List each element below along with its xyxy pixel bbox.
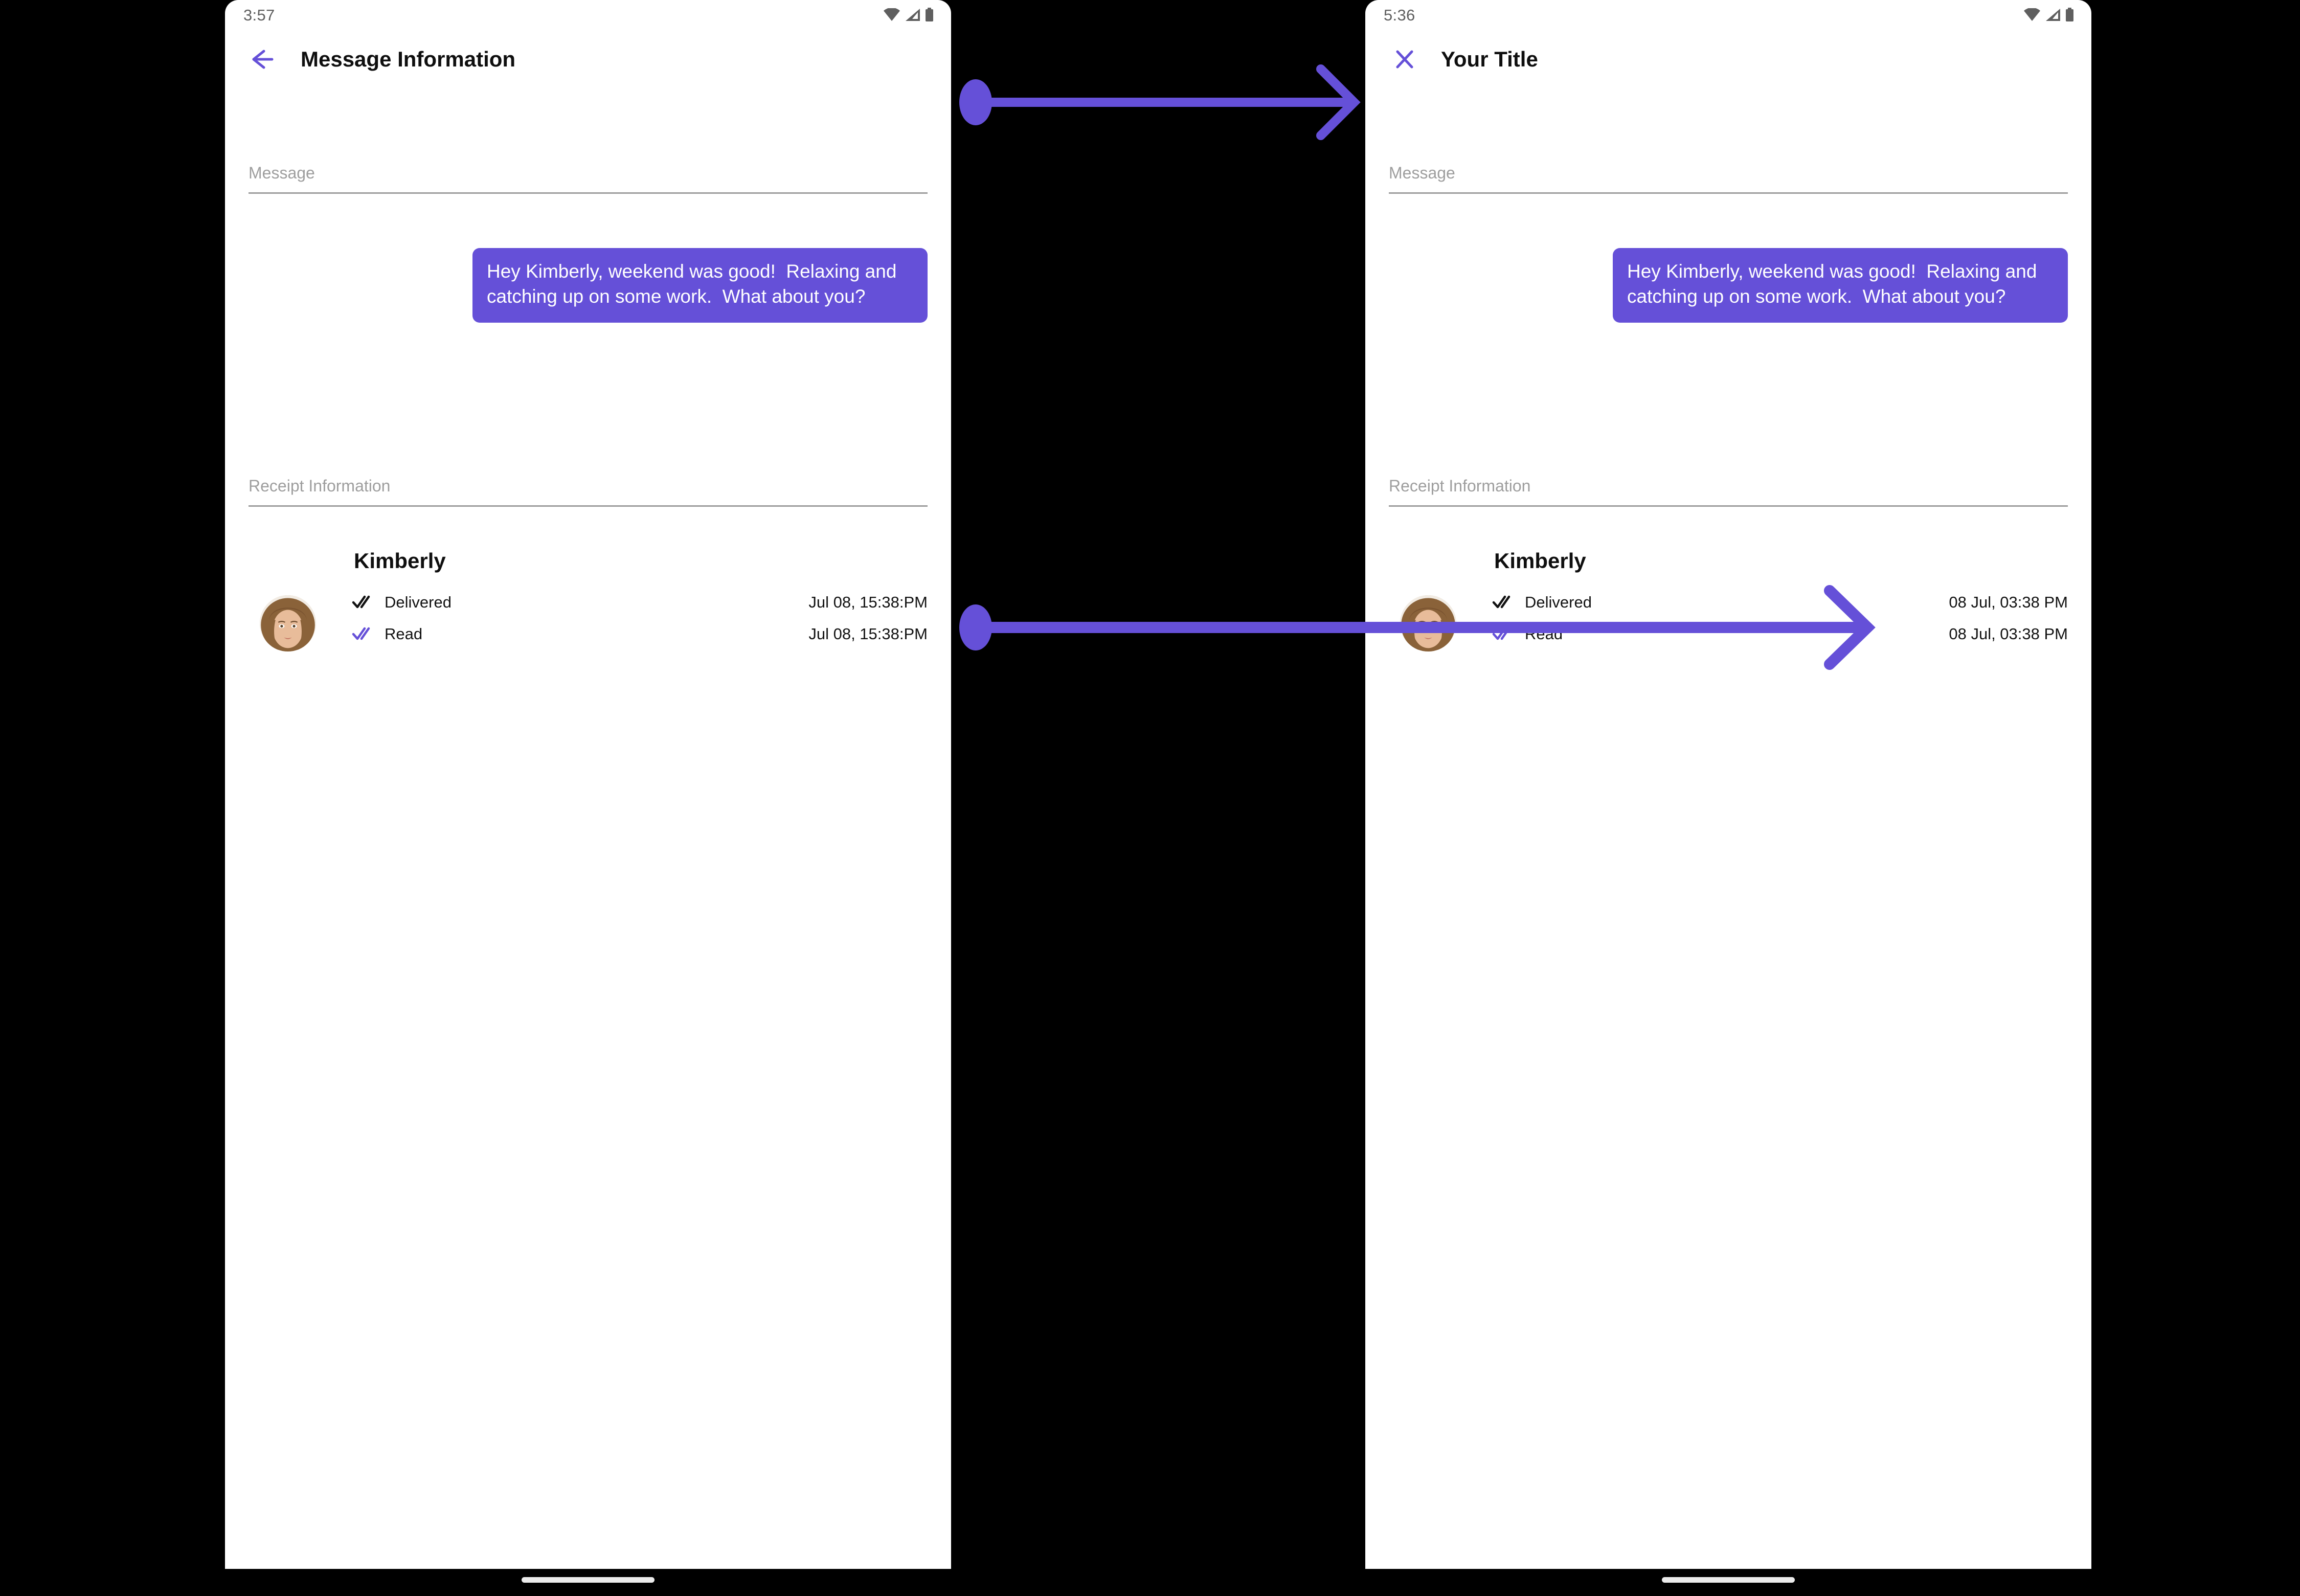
section-divider — [1389, 505, 2068, 507]
page-title: Your Title — [1441, 47, 1538, 71]
receipt-row-delivered: Delivered Jul 08, 15:38:PM — [352, 586, 928, 618]
avatar — [1400, 595, 1456, 651]
double-check-icon — [352, 626, 374, 641]
receipt-row-read: Read 08 Jul, 03:38 PM — [1492, 618, 2068, 649]
receipt-rows: Delivered Jul 08, 15:38:PM Read Jul 08, … — [352, 586, 928, 649]
receipt-timestamp: Jul 08, 15:38:PM — [808, 624, 928, 643]
section-label-receipt: Receipt Information — [1389, 477, 1531, 495]
status-time: 5:36 — [1384, 6, 1415, 24]
receipt-section-header-right: Receipt Information — [1389, 478, 2068, 507]
section-divider — [249, 505, 928, 507]
receipt-body: Delivered 08 Jul, 03:38 PM Read 08 Jul, … — [1389, 586, 2068, 651]
message-bubble-row-left: Hey Kimberly, weekend was good! Relaxing… — [249, 248, 928, 323]
cellular-signal-icon — [2045, 8, 2061, 21]
page-title: Message Information — [301, 47, 516, 71]
app-bar-left: Message Information — [225, 30, 951, 89]
wifi-icon — [2023, 8, 2041, 21]
double-check-icon — [1492, 594, 1515, 610]
wifi-icon — [883, 8, 900, 21]
receipt-block-left: Kimberly — [249, 550, 928, 651]
section-label-receipt: Receipt Information — [249, 477, 391, 495]
receipt-row-read: Read Jul 08, 15:38:PM — [352, 618, 928, 649]
battery-icon — [2065, 8, 2074, 22]
status-bar-left: 3:57 — [225, 0, 951, 30]
message-bubble[interactable]: Hey Kimberly, weekend was good! Relaxing… — [472, 248, 928, 323]
receipt-timestamp: Jul 08, 15:38:PM — [808, 593, 928, 611]
gesture-bar-left[interactable] — [522, 1577, 655, 1583]
status-bar-right: 5:36 — [1365, 0, 2091, 30]
gesture-bar-right[interactable] — [1662, 1577, 1795, 1583]
receipt-block-right: Kimberly — [1389, 550, 2068, 651]
contact-name: Kimberly — [1494, 549, 1586, 573]
receipt-body: Delivered Jul 08, 15:38:PM Read Jul 08, … — [249, 586, 928, 651]
status-icons — [2023, 8, 2074, 22]
receipt-status-label: Delivered — [385, 593, 452, 611]
receipt-status-label: Read — [385, 624, 423, 643]
close-icon[interactable] — [1386, 40, 1424, 78]
receipt-timestamp: 08 Jul, 03:38 PM — [1949, 624, 2068, 643]
back-arrow-icon[interactable] — [245, 40, 283, 78]
message-section-header-left: Message — [249, 165, 928, 194]
status-icons — [883, 8, 934, 22]
annotation-arrow-title — [959, 64, 1361, 140]
receipt-status-label: Delivered — [1525, 593, 1592, 611]
cellular-signal-icon — [905, 8, 920, 21]
section-label-message: Message — [1389, 164, 1455, 182]
double-check-icon — [352, 594, 374, 610]
contact-name: Kimberly — [354, 549, 446, 573]
message-section-header-right: Message — [1389, 165, 2068, 194]
section-divider — [249, 192, 928, 194]
receipt-rows: Delivered 08 Jul, 03:38 PM Read 08 Jul, … — [1492, 586, 2068, 649]
receipt-status-label: Read — [1525, 624, 1563, 643]
receipt-timestamp: 08 Jul, 03:38 PM — [1949, 593, 2068, 611]
receipt-row-delivered: Delivered 08 Jul, 03:38 PM — [1492, 586, 2068, 618]
receipt-section-header-left: Receipt Information — [249, 478, 928, 507]
section-label-message: Message — [249, 164, 315, 182]
phone-frame-left: 3:57 Message Information Message Hey Kim… — [225, 0, 951, 1569]
message-bubble-row-right: Hey Kimberly, weekend was good! Relaxing… — [1389, 248, 2068, 323]
double-check-icon — [1492, 626, 1515, 641]
phone-frame-right: 5:36 Your Title Message Hey Kimberly, we… — [1365, 0, 2091, 1569]
message-bubble[interactable]: Hey Kimberly, weekend was good! Relaxing… — [1613, 248, 2068, 323]
status-time: 3:57 — [243, 6, 275, 24]
app-bar-right: Your Title — [1365, 30, 2091, 89]
battery-icon — [925, 8, 934, 22]
avatar — [260, 595, 316, 651]
section-divider — [1389, 192, 2068, 194]
